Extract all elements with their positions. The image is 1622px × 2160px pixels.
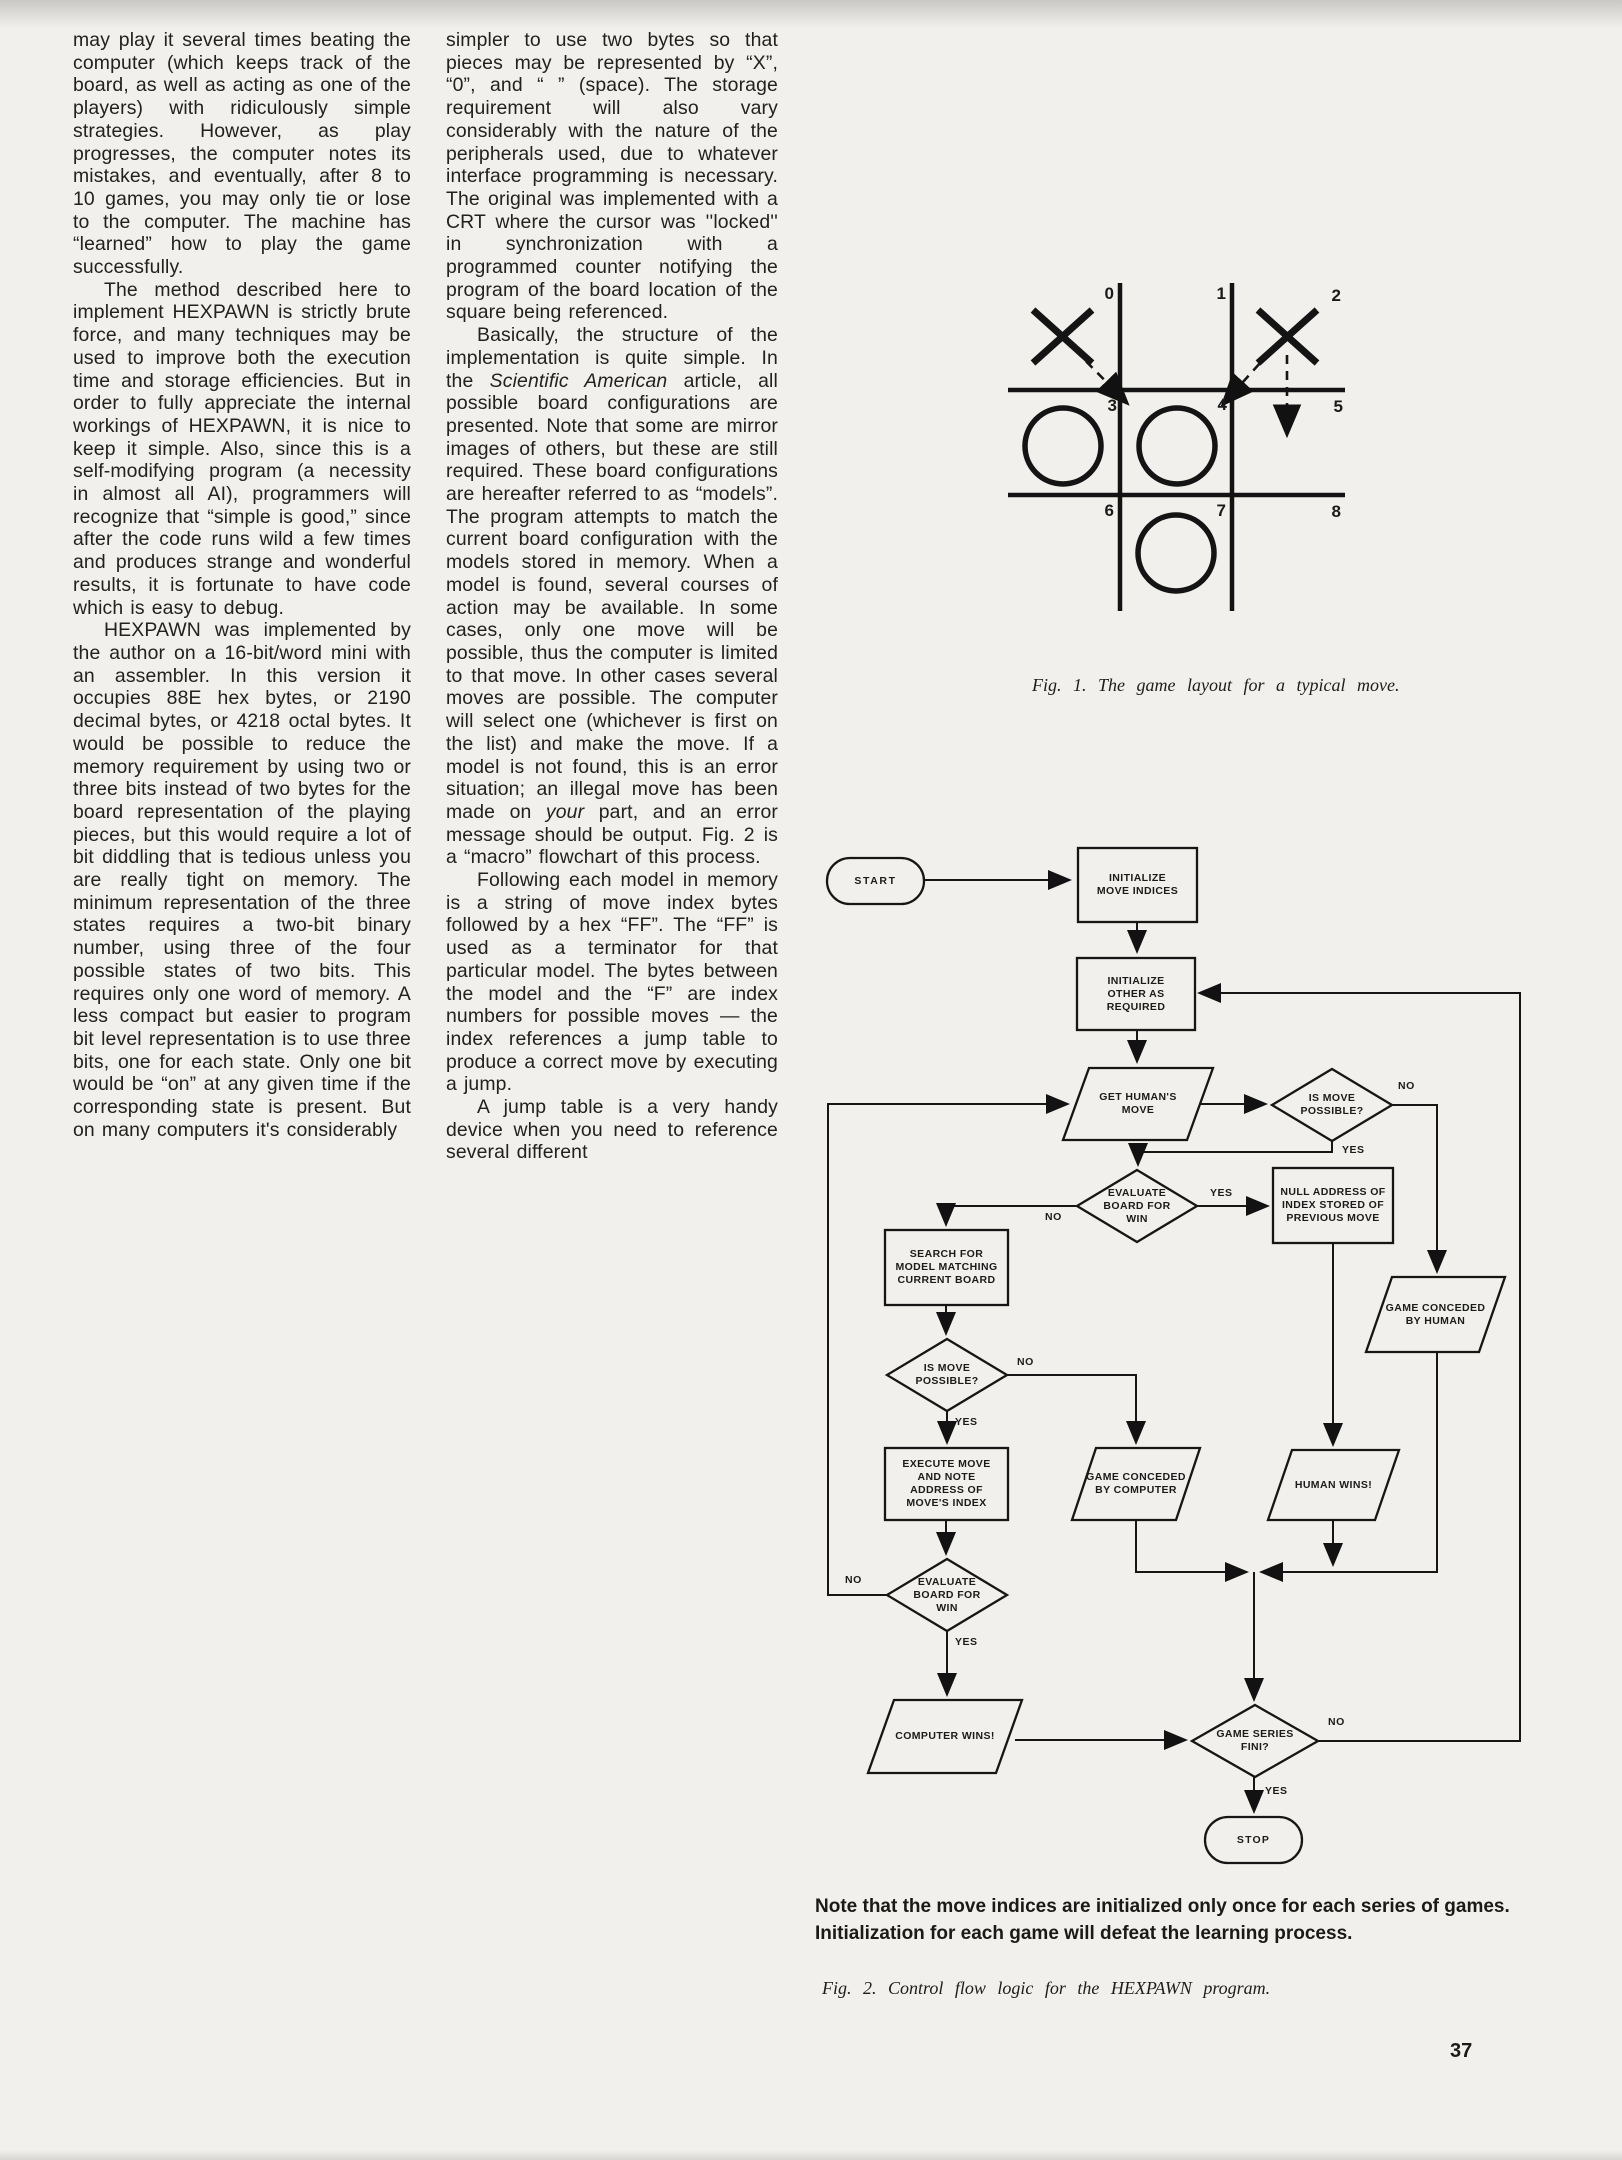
null-address-box xyxy=(1271,1166,1395,1245)
cell-label-8: 8 xyxy=(1331,502,1341,521)
board-grid xyxy=(1008,283,1345,611)
ev1-no-label: NO xyxy=(1045,1211,1062,1223)
conceded-human-label: GAME CONCEDED BY HUMAN xyxy=(1385,1301,1486,1327)
init-other-box xyxy=(1075,956,1197,1032)
eval-win-1-diamond xyxy=(1074,1168,1200,1244)
conceded-computer-parallelogram xyxy=(1070,1446,1202,1522)
middle-column: simpler to use two bytes so that pieces … xyxy=(446,29,778,1164)
ev2-yes-label: YES xyxy=(955,1636,978,1648)
init-move-label: INITIALIZE MOVE INDICES xyxy=(1096,872,1179,897)
paragraph: Following each model in memory is a stri… xyxy=(446,869,778,1096)
paragraph: The method described here to implement H… xyxy=(73,278,411,619)
edge-mp1-yes xyxy=(1128,1141,1333,1167)
move-possible-2-diamond xyxy=(884,1337,1010,1413)
mp1-yes-label: YES xyxy=(1342,1144,1365,1156)
move-possible-1-label: IS MOVE POSSIBLE? xyxy=(1300,1092,1364,1117)
o-piece-cell7 xyxy=(1135,512,1217,594)
mp1-no-label: NO xyxy=(1398,1080,1415,1092)
null-address-label: NULL ADDRESS OF INDEX STORED OF PREVIOUS… xyxy=(1280,1186,1386,1224)
move-possible-2-label: IS MOVE POSSIBLE? xyxy=(915,1362,979,1387)
paragraph: A jump table is a very handy device when… xyxy=(446,1096,778,1164)
figure-2-note: Note that the move indices are initializ… xyxy=(815,1896,1510,1944)
x-piece-cell0 xyxy=(1030,307,1095,366)
move-possible-1-diamond xyxy=(1269,1067,1395,1143)
cell-label-4: 4 xyxy=(1217,395,1227,414)
computer-wins-parallelogram xyxy=(866,1698,1024,1775)
paragraph: may play it several times beating the co… xyxy=(73,29,411,279)
ev1-yes-label: YES xyxy=(1210,1187,1233,1199)
page-number: 37 xyxy=(1450,2040,1473,2062)
cell-label-3: 3 xyxy=(1107,396,1117,415)
init-move-box xyxy=(1076,846,1199,924)
flowchart-shapes xyxy=(825,846,1507,1865)
conceded-human-parallelogram xyxy=(1364,1275,1507,1354)
cell-label-6: 6 xyxy=(1104,501,1114,520)
cell-label-7: 7 xyxy=(1216,501,1226,520)
game-board-svg xyxy=(1008,283,1345,611)
series-fini-label: GAME SERIES FINI? xyxy=(1216,1728,1294,1753)
execute-box xyxy=(883,1446,1010,1522)
human-wins-label: HUMAN WINS! xyxy=(1294,1478,1373,1491)
get-move-parallelogram xyxy=(1061,1066,1215,1142)
search-label: SEARCH FOR MODEL MATCHING CURRENT BOARD xyxy=(895,1248,998,1286)
flowchart-edges xyxy=(827,870,1521,1814)
flowchart-svg xyxy=(825,846,1521,1865)
o-piece-cell3 xyxy=(1022,405,1104,487)
cell-label-5: 5 xyxy=(1333,397,1343,416)
computer-wins-label: COMPUTER WINS! xyxy=(895,1730,995,1742)
start-label: START xyxy=(854,874,897,887)
left-column: may play it several times beating the co… xyxy=(73,29,411,1141)
edge-mp2-no xyxy=(1007,1374,1146,1445)
paragraph: simpler to use two bytes so that pieces … xyxy=(446,29,778,324)
paragraph: HEXPAWN was implemented by the author on… xyxy=(73,619,411,1141)
stop-label: STOP xyxy=(1236,1833,1271,1846)
edge-concededhuman-merge xyxy=(1259,1352,1438,1582)
mp2-no-label: NO xyxy=(1017,1356,1034,1368)
series-fini-diamond xyxy=(1189,1703,1321,1779)
conceded-computer-label: GAME CONCEDED BY COMPUTER xyxy=(1086,1471,1186,1496)
cell-label-1: 1 xyxy=(1216,284,1226,303)
move-arrows xyxy=(1074,349,1302,439)
figure-1-game-board: 0 1 2 3 4 5 6 7 8 Fig. 1. The game layou… xyxy=(1000,255,1560,735)
figure-1-caption: Fig. 1. The game layout for a typical mo… xyxy=(1032,675,1400,695)
edge-ev1-no xyxy=(936,1203,1077,1227)
human-wins-parallelogram xyxy=(1266,1448,1401,1522)
eval-win-2-label: EVALUATE BOARD FOR WIN xyxy=(913,1575,981,1614)
fini-no-label: NO xyxy=(1328,1716,1345,1728)
cell-label-0: 0 xyxy=(1104,284,1114,303)
execute-label: EXECUTE MOVE AND NOTE ADDRESS OF MOVE'S … xyxy=(902,1458,991,1509)
fini-yes-label: YES xyxy=(1265,1785,1288,1797)
o-piece-cell4 xyxy=(1136,405,1218,487)
init-other-label: INITIALIZE OTHER AS REQUIRED xyxy=(1106,974,1166,1013)
eval-win-1-label: EVALUATE BOARD FOR WIN xyxy=(1103,1186,1171,1225)
figure-2-flowchart: START INITIALIZE MOVE INDICES INITIALIZE… xyxy=(600,830,1580,1890)
eval-win-2-diamond xyxy=(884,1557,1010,1633)
edge-mp1-no xyxy=(1392,1104,1447,1274)
stop-oval xyxy=(1203,1815,1304,1865)
search-box xyxy=(883,1228,1010,1307)
edge-ev2-no-loop xyxy=(827,1094,1070,1596)
start-oval xyxy=(825,856,926,906)
mp2-yes-label: YES xyxy=(955,1416,978,1428)
get-move-label: GET HUMAN'S MOVE xyxy=(1099,1091,1177,1116)
ev2-no-label: NO xyxy=(845,1574,862,1586)
cell-label-2: 2 xyxy=(1331,286,1341,305)
figure-2-caption: Fig. 2. Control flow logic for the HEXPA… xyxy=(822,1978,1271,1998)
edge-fini-no-loop xyxy=(1197,983,1521,1742)
edge-concededcomp-merge xyxy=(1135,1520,1249,1582)
paragraph: Basically, the structure of the implemen… xyxy=(446,324,778,869)
